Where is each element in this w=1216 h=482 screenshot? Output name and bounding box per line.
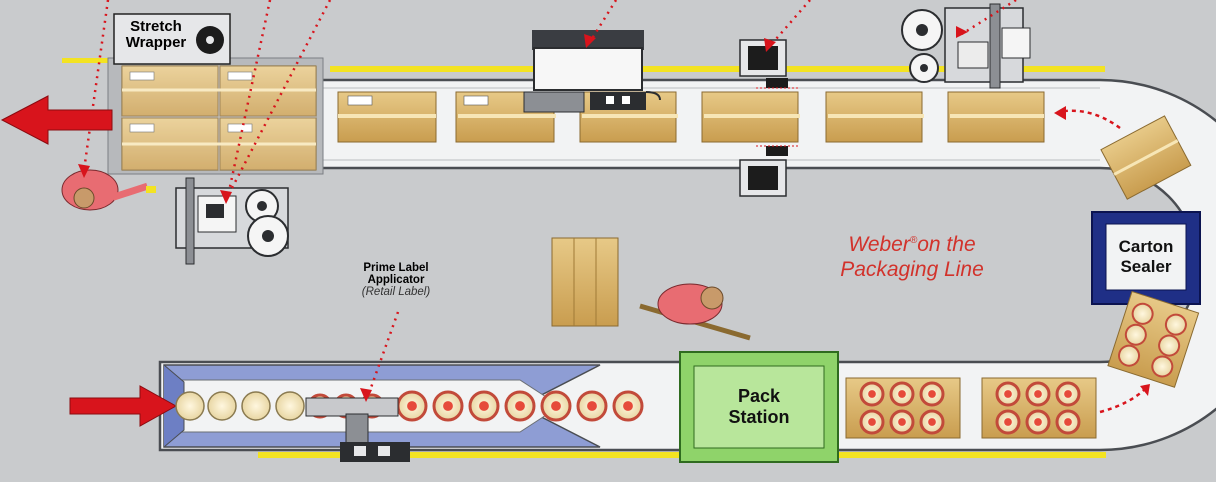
operator-worker-center bbox=[639, 283, 751, 341]
prime-label-applicator-machine bbox=[305, 397, 410, 462]
diagram-title: Weber®on the Packaging Line bbox=[822, 232, 1002, 282]
product-label-dot bbox=[407, 401, 417, 411]
product-label-dot bbox=[1004, 418, 1012, 426]
product-label-dot bbox=[868, 418, 876, 426]
pallet-load bbox=[121, 65, 317, 171]
infeed-arrow-icon bbox=[69, 385, 178, 427]
product-label-dot bbox=[868, 390, 876, 398]
product-label-dot bbox=[443, 401, 453, 411]
carton-sealer-line2: Sealer bbox=[1120, 257, 1172, 276]
product-label-dot bbox=[623, 401, 633, 411]
product-label-dot bbox=[479, 401, 489, 411]
callout-arrowheads bbox=[78, 26, 968, 402]
product-label-dot bbox=[1034, 418, 1042, 426]
stretch-wrapper-label: Stretch Wrapper bbox=[116, 19, 196, 51]
product-label-dot bbox=[515, 401, 525, 411]
print-apply-machine-top bbox=[523, 30, 661, 113]
product-label-dot bbox=[551, 401, 561, 411]
barcode-scanner-bottom bbox=[739, 145, 798, 197]
unlabeled-product bbox=[207, 391, 237, 421]
label-printer-applicator-top-right bbox=[901, 3, 1031, 89]
carton-sealer-label: Carton Sealer bbox=[1106, 224, 1186, 290]
product-label-dot bbox=[898, 390, 906, 398]
product-label-dot bbox=[898, 418, 906, 426]
prime-label-line2: Applicator bbox=[367, 274, 425, 287]
title-on-the: on the bbox=[917, 233, 976, 256]
product-label-dot bbox=[928, 390, 936, 398]
prime-label-sub: (Retail Label) bbox=[361, 286, 431, 299]
open-case-on-curve bbox=[1107, 290, 1200, 388]
carton-sealer-line1: Carton bbox=[1118, 237, 1174, 257]
label-printer-applicator-pallet bbox=[175, 177, 289, 265]
stretch-wrapper-label-line1: Stretch bbox=[130, 18, 182, 35]
carton-blank-stack bbox=[551, 237, 619, 327]
pack-station-line1: Pack bbox=[737, 386, 781, 407]
pack-station-label: Pack Station bbox=[694, 366, 824, 448]
pack-station-line2: Station bbox=[728, 407, 790, 427]
product-label-dot bbox=[587, 401, 597, 411]
title-weber: Weber bbox=[848, 233, 910, 256]
stretch-wrapper-label-line2: Wrapper bbox=[125, 33, 187, 51]
prime-label-line1: Prime Label bbox=[363, 262, 429, 274]
carton-on-curve bbox=[1100, 115, 1192, 200]
unlabeled-product bbox=[275, 391, 305, 421]
case-products bbox=[859, 381, 1081, 435]
carton-sealer-panel bbox=[1105, 223, 1187, 291]
title-packaging-line: Packaging Line bbox=[840, 258, 984, 282]
prime-label-applicator-label: Prime Label Applicator (Retail Label) bbox=[336, 262, 456, 298]
product-label-dot bbox=[1004, 390, 1012, 398]
unlabeled-product bbox=[175, 391, 205, 421]
flow-arrow-bottom-curve bbox=[1099, 387, 1147, 414]
exit-arrow-icon bbox=[0, 95, 113, 145]
product-label-dot bbox=[928, 418, 936, 426]
product-label-dot bbox=[1064, 390, 1072, 398]
callout-lines bbox=[82, 0, 1017, 397]
unlabeled-product bbox=[241, 391, 271, 421]
title-registered-mark: ® bbox=[909, 235, 918, 246]
operator-worker-pallet bbox=[61, 169, 156, 211]
safety-line-top bbox=[330, 66, 1105, 72]
barcode-scanner-top bbox=[739, 39, 798, 89]
flow-arrowhead-top bbox=[1054, 106, 1066, 120]
product-label-dot bbox=[1034, 390, 1042, 398]
flow-arrowhead-bottom bbox=[1140, 384, 1150, 396]
carton-row-top bbox=[337, 91, 1045, 143]
product-label-dot bbox=[1064, 418, 1072, 426]
pack-station-panel bbox=[693, 365, 825, 449]
